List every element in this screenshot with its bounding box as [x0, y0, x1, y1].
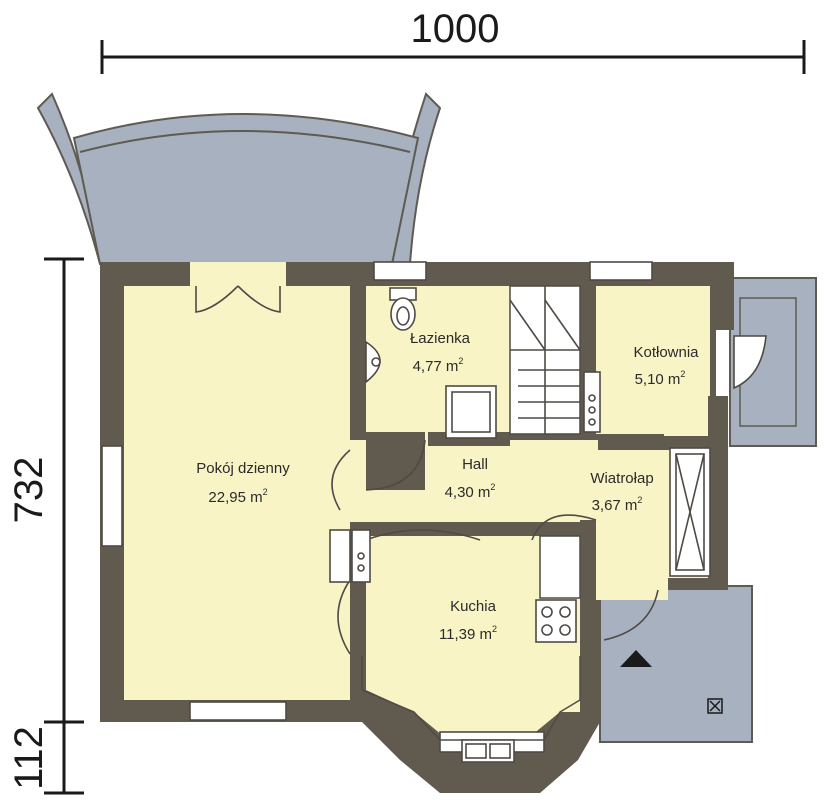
door-swing: [531, 514, 597, 541]
window: [189, 701, 287, 721]
top-dimension: 1000: [100, 7, 806, 74]
wall: [664, 436, 710, 450]
width-dimension-label: 1000: [411, 7, 500, 51]
terrace-door: [190, 262, 286, 313]
door-swing: [337, 579, 351, 655]
area-unit-sup: 2: [490, 482, 495, 492]
boiler-room-floor: [596, 286, 710, 434]
area-value: 3,67 m: [592, 497, 638, 514]
window: [373, 261, 427, 281]
terrace-arc: [79, 130, 411, 153]
room-name: Hall: [462, 456, 488, 473]
bottom-dimension-label: 112: [7, 726, 51, 790]
entrance-porch: [599, 585, 753, 743]
door-swing: [365, 529, 481, 541]
room-area: 22,95 m2: [208, 487, 267, 506]
room-area: 5,10 m2: [635, 369, 686, 388]
hall-floor: [350, 432, 708, 600]
living-room-floor: [124, 286, 350, 700]
room-area: 4,30 m2: [445, 482, 496, 501]
window: [101, 445, 123, 547]
area-unit-sup: 2: [492, 624, 497, 634]
room-label-kotlownia: Kotłownia 5,10 m2: [633, 344, 699, 388]
area-unit-sup: 2: [263, 487, 268, 497]
room-area: 4,77 m2: [413, 356, 464, 375]
left-dimension: 732 112: [7, 257, 84, 795]
terrace-canopy: [72, 113, 420, 265]
room-label-pokoj: Pokój dzienny 22,95 m2: [196, 460, 290, 506]
area-value: 22,95 m: [208, 489, 262, 506]
room-name: Pokój dzienny: [196, 460, 290, 477]
height-dimension-label: 732: [7, 457, 51, 524]
fridge-icon: [329, 529, 371, 583]
area-value: 4,77 m: [413, 358, 459, 375]
kitchen-counter: [361, 535, 581, 741]
wall: [580, 520, 596, 600]
area-unit-sup: 2: [680, 369, 685, 379]
room-area: 11,39 m2: [439, 624, 497, 643]
entrance-door: [603, 589, 659, 641]
room-name: Łazienka: [410, 330, 471, 347]
room-name: Wiatrołap: [590, 470, 653, 487]
lamp-icon: [707, 698, 723, 714]
staircase: [509, 285, 581, 435]
room-label-kuchia: Kuchia 11,39 m2: [439, 598, 497, 643]
wall: [708, 396, 728, 590]
stove-icon: [535, 599, 577, 643]
toilet-icon: [389, 287, 417, 331]
room-label-hall: Hall 4,30 m2: [445, 456, 496, 501]
wall: [366, 522, 580, 536]
sink-icon: [365, 340, 381, 384]
door-swing: [331, 449, 351, 511]
kitchen-sink-icon: [461, 739, 515, 763]
room-label-wiatrolap: Wiatrołap 3,67 m2: [590, 470, 653, 514]
door-swing: [365, 439, 426, 491]
wall: [350, 286, 366, 440]
room-area: 3,67 m2: [592, 495, 643, 514]
wardrobe-icon: [669, 447, 711, 577]
area-value: 11,39 m: [439, 626, 492, 643]
room-name: Kotłownia: [633, 344, 699, 361]
area-value: 4,30 m: [445, 484, 491, 501]
room-label-lazienka: Łazienka 4,77 m2: [410, 330, 471, 375]
room-name: Kuchia: [450, 598, 497, 615]
area-value: 5,10 m: [635, 371, 681, 388]
kitchen-floor: [366, 540, 580, 740]
boiler-door: [733, 335, 767, 390]
entrance-arrow-icon: [620, 650, 652, 667]
boiler-icon: [583, 371, 601, 433]
area-unit-sup: 2: [637, 495, 642, 505]
shower-icon: [445, 385, 497, 439]
area-unit-sup: 2: [458, 356, 463, 366]
window: [589, 261, 653, 281]
